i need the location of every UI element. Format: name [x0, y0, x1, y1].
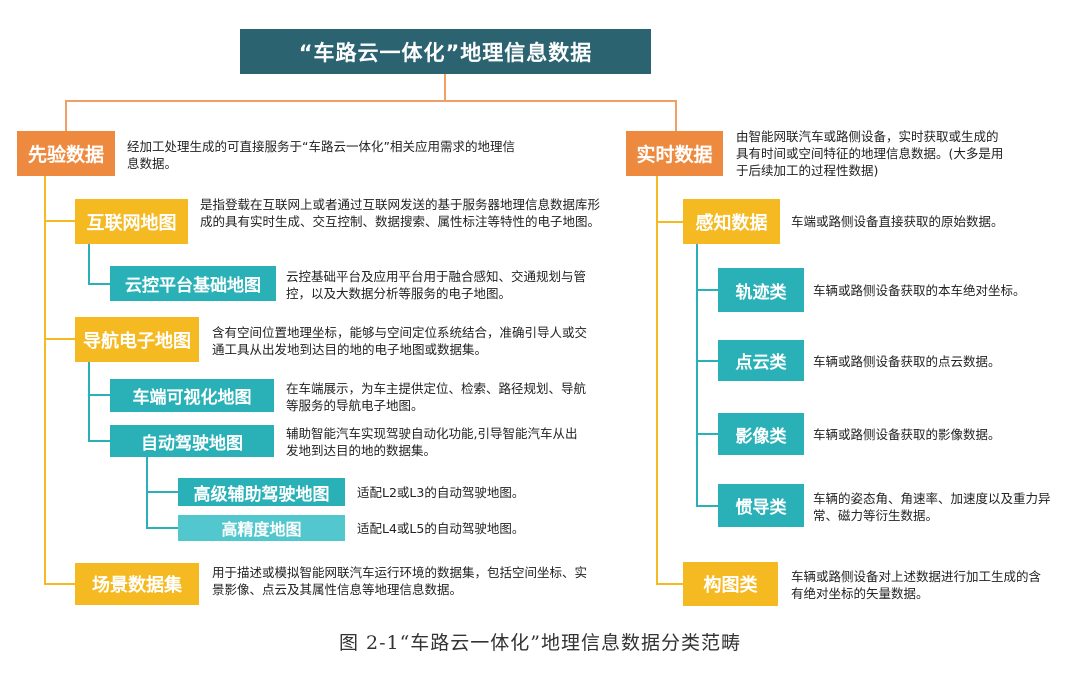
branch-trajectory	[696, 289, 718, 291]
image-desc: 车辆或路侧设备获取的影像数据。	[813, 427, 1001, 442]
branch-hd	[146, 527, 178, 529]
branch-nav-map	[44, 338, 75, 340]
branch-cloud-platform	[88, 283, 110, 285]
vehicle-vis-map-desc: 在车端展示，为车主提供定位、检索、路径规划、导航等服务的导航电子地图。	[286, 381, 587, 413]
pointcloud-node: 点云类	[718, 340, 804, 381]
top-horizontal-line	[66, 100, 677, 102]
scene-dataset-node: 场景数据集	[75, 563, 199, 605]
adas-map-desc: 适配L2或L3的自动驾驶地图。	[357, 485, 525, 500]
image-node: 影像类	[718, 413, 804, 455]
left-trunk-line	[44, 176, 46, 584]
right-trunk-line	[656, 176, 658, 584]
perception-data-desc: 车端或路侧设备直接获取的原始数据。	[791, 214, 1004, 229]
trajectory-desc: 车辆或路侧设备获取的本车绝对坐标。	[813, 283, 1026, 298]
branch-image	[696, 433, 718, 435]
perception-sub-trunk	[696, 244, 698, 506]
figure-caption: 图 2-1“车路云一体化”地理信息数据分类范畴	[338, 632, 742, 654]
branch-perception	[656, 221, 683, 223]
diagram-title: “车路云一体化”地理信息数据	[240, 29, 651, 74]
perception-data-node: 感知数据	[683, 199, 780, 244]
trajectory-node: 轨迹类	[718, 268, 804, 312]
cloud-platform-map-desc: 云控基础平台及应用平台用于融合感知、交通规划与管控，以及大数据分析等服务的电子地…	[286, 269, 587, 301]
prior-data-node: 先验数据	[17, 131, 115, 176]
nav-sub-trunk	[88, 362, 90, 441]
adas-map-node: 高级辅助驾驶地图	[178, 478, 345, 506]
realtime-data-node: 实时数据	[626, 131, 723, 176]
branch-composition	[656, 583, 683, 585]
composition-desc: 车辆或路侧设备对上述数据进行加工生成的含有绝对坐标的矢量数据。	[791, 569, 1042, 601]
branch-inertial	[696, 505, 718, 507]
branch-pointcloud	[696, 360, 718, 362]
cloud-platform-map-node: 云控平台基础地图	[110, 266, 276, 301]
composition-node: 构图类	[683, 562, 778, 606]
nav-map-node: 导航电子地图	[75, 317, 199, 362]
internet-map-desc: 是指登载在互联网上或者通过互联网发送的基于服务器地理信息数据库形成的具有实时生成…	[200, 197, 601, 229]
realtime-data-desc: 由智能网联汽车或路侧设备，实时获取或生成的具有时间或空间特征的地理信息数据。(大…	[736, 129, 1004, 178]
internet-map-node: 互联网地图	[75, 199, 188, 244]
title-stem-line	[444, 73, 446, 102]
vehicle-vis-map-node: 车端可视化地图	[110, 379, 274, 412]
branch-autodrive	[88, 440, 110, 442]
branch-scene	[44, 583, 75, 585]
autodrive-map-desc: 辅助智能汽车实现驾驶自动化功能,引导智能汽车从出发地到达目的地的数据集。	[286, 426, 578, 458]
branch-internet-map	[44, 220, 75, 222]
internet-sub-trunk	[88, 244, 90, 284]
right-drop-line	[675, 100, 677, 131]
hd-map-desc: 适配L4或L5的自动驾驶地图。	[357, 521, 525, 536]
pointcloud-desc: 车辆或路侧设备获取的点云数据。	[813, 354, 1001, 369]
inertial-node: 惯导类	[718, 484, 804, 527]
branch-adas	[146, 491, 178, 493]
prior-data-desc: 经加工处理生成的可直接服务于“车路云一体化”相关应用需求的地理信息数据。	[127, 139, 515, 171]
inertial-desc: 车辆的姿态角、角速率、加速度以及重力异常、磁力等衍生数据。	[813, 491, 1051, 523]
autodrive-map-node: 自动驾驶地图	[110, 425, 274, 457]
nav-map-desc: 含有空间位置地理坐标，能够与空间定位系统结合，准确引导人或交通工具从出发地到达目…	[212, 325, 588, 357]
scene-dataset-desc: 用于描述或模拟智能网联汽车运行环境的数据集，包括空间坐标、实景影像、点云及其属性…	[212, 565, 588, 597]
left-drop-line	[65, 100, 67, 131]
branch-vehicle-vis	[88, 394, 110, 396]
hd-map-node: 高精度地图	[178, 515, 345, 541]
